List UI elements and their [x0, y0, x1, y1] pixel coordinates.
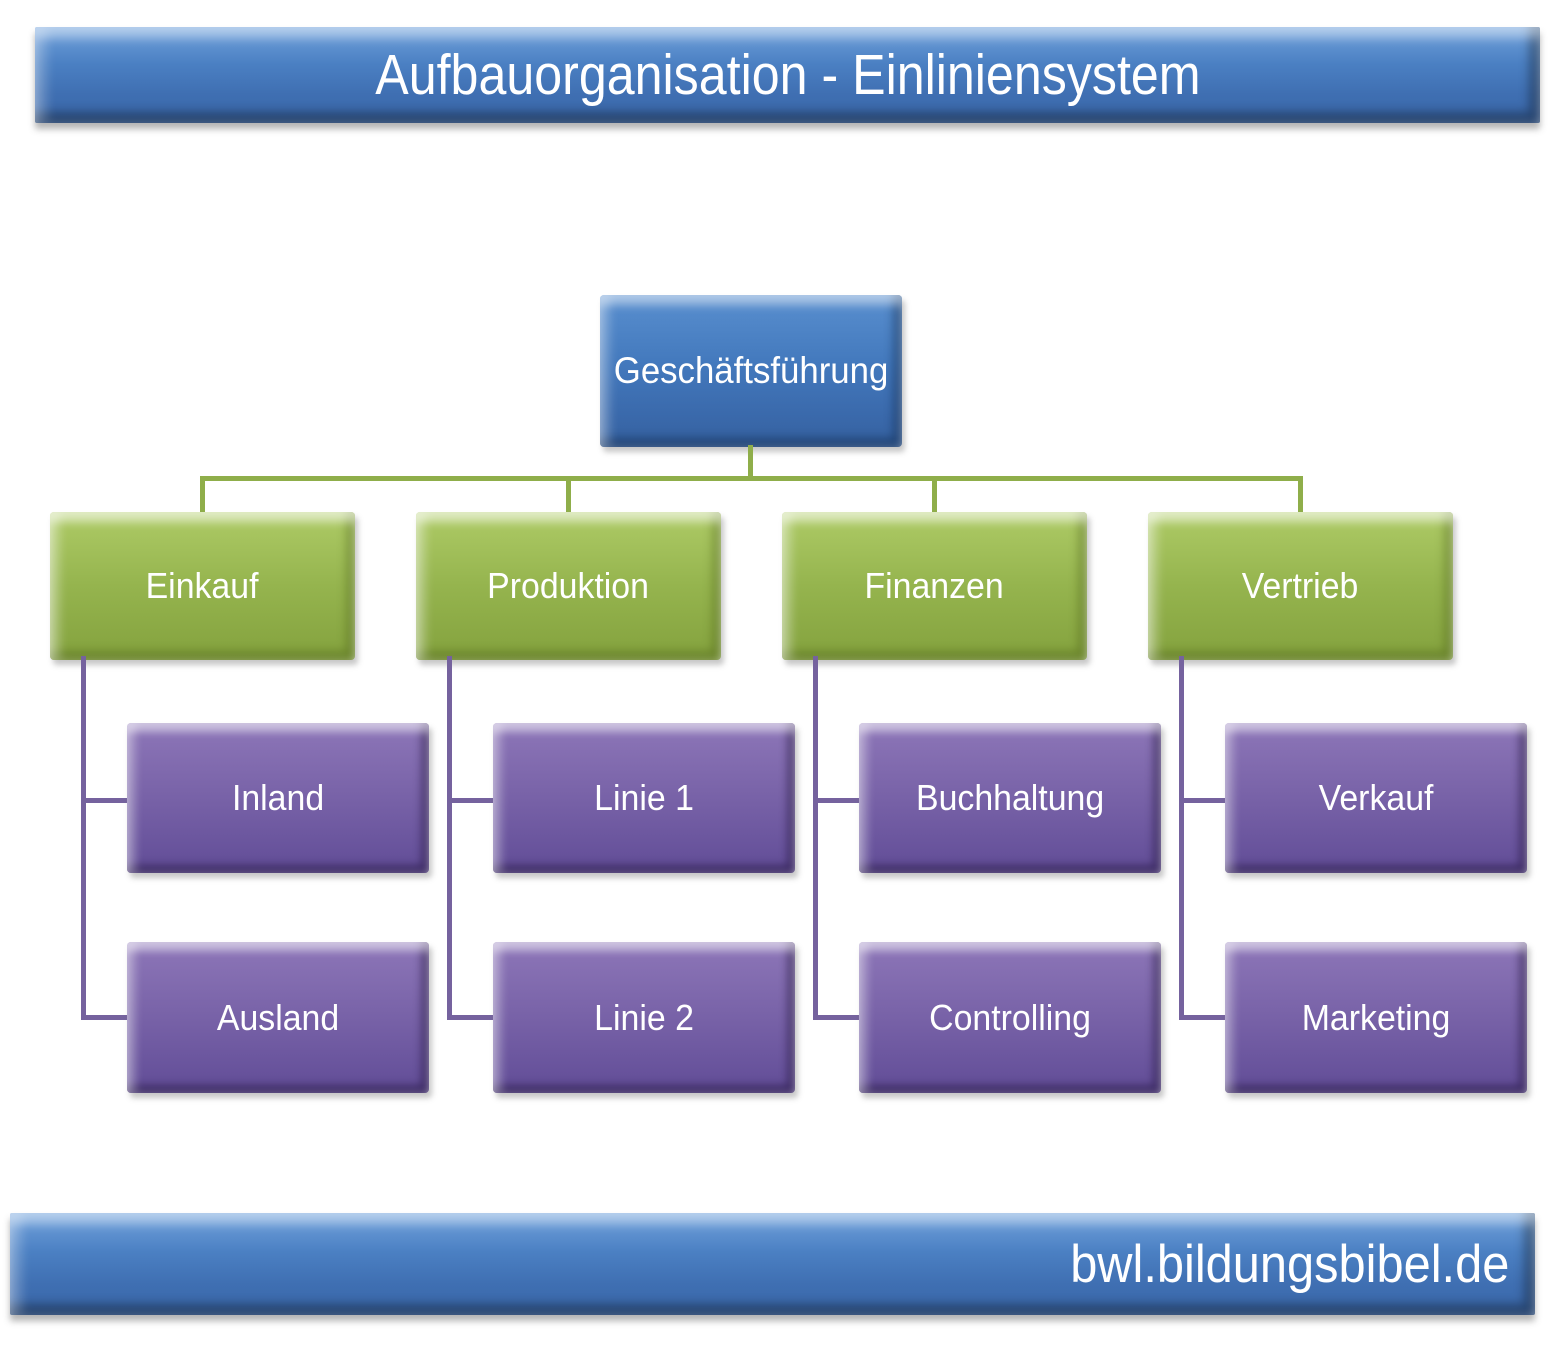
node-buchhaltung: Buchhaltung	[859, 723, 1161, 873]
connector-stub-finanzen	[932, 476, 937, 515]
connector-branch-controlling	[813, 1015, 859, 1020]
node-label: Produktion	[487, 565, 650, 606]
connector-finanzen-vertical	[813, 656, 818, 1020]
title-banner: Aufbauorganisation - Einliniensystem	[35, 27, 1540, 123]
node-label: Linie 1	[594, 777, 694, 818]
connector-branch-marketing	[1179, 1015, 1225, 1020]
node-label: Controlling	[929, 996, 1091, 1038]
node-label: Finanzen	[864, 565, 1005, 606]
node-ausland: Ausland	[127, 942, 429, 1093]
footer-banner: bwl.bildungsbibel.de	[10, 1213, 1535, 1315]
node-verkauf: Verkauf	[1225, 723, 1527, 873]
connector-branch-verkauf	[1179, 798, 1225, 803]
node-label: Marketing	[1301, 996, 1451, 1038]
connector-bus	[200, 476, 1303, 481]
column-einkauf: Einkauf Inland Ausland	[50, 512, 436, 1122]
node-einkauf: Einkauf	[50, 512, 355, 660]
node-inland: Inland	[127, 723, 429, 873]
node-produktion: Produktion	[416, 512, 721, 660]
node-label: Einkauf	[146, 565, 259, 606]
connector-vertrieb-vertical	[1179, 656, 1184, 1020]
node-label: Ausland	[216, 996, 340, 1038]
node-label: Inland	[231, 777, 325, 818]
column-vertrieb: Vertrieb Verkauf Marketing	[1148, 512, 1534, 1122]
node-geschaeftsfuehrung: Geschäftsführung	[600, 295, 902, 447]
node-label: Geschäftsführung	[613, 350, 889, 391]
page-title: Aufbauorganisation - Einliniensystem	[374, 43, 1201, 107]
node-label: Vertrieb	[1242, 565, 1359, 606]
connector-root-stub	[748, 445, 753, 479]
node-marketing: Marketing	[1225, 942, 1527, 1093]
node-linie-1: Linie 1	[493, 723, 795, 873]
node-finanzen: Finanzen	[782, 512, 1087, 660]
node-label: Buchhaltung	[915, 777, 1105, 818]
node-label: Linie 2	[594, 996, 694, 1038]
connector-einkauf-vertical	[81, 656, 86, 1020]
connector-branch-linie-2	[447, 1015, 493, 1020]
connector-branch-ausland	[81, 1015, 127, 1020]
connector-branch-inland	[81, 798, 127, 803]
node-label: Verkauf	[1318, 777, 1434, 818]
connector-produktion-vertical	[447, 656, 452, 1020]
node-controlling: Controlling	[859, 942, 1161, 1093]
node-vertrieb: Vertrieb	[1148, 512, 1453, 660]
connector-stub-produktion	[566, 476, 571, 515]
column-produktion: Produktion Linie 1 Linie 2	[416, 512, 802, 1122]
footer-url: bwl.bildungsbibel.de	[1069, 1234, 1509, 1294]
connector-stub-vertrieb	[1298, 476, 1303, 515]
connector-branch-linie-1	[447, 798, 493, 803]
node-linie-2: Linie 2	[493, 942, 795, 1093]
column-finanzen: Finanzen Buchhaltung Controlling	[782, 512, 1168, 1122]
connector-stub-einkauf	[200, 476, 205, 515]
connector-branch-buchhaltung	[813, 798, 859, 803]
